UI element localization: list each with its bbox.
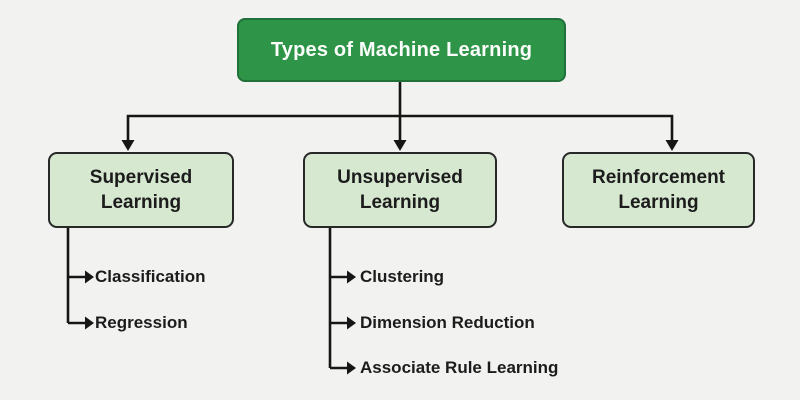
- arrow-right-icon: [85, 270, 94, 284]
- branch-node-label: Supervised Learning: [89, 167, 193, 213]
- branch-node-reinforcement-learning: Reinforcement Learning: [562, 152, 755, 228]
- root-connector: [126, 82, 674, 142]
- leaf-item-clustering: Clustering: [360, 267, 445, 286]
- branch-node-unsupervised-learning: Unsupervised Learning: [303, 152, 497, 228]
- arrow-right-icon: [347, 270, 356, 284]
- branch-node-label: Reinforcement Learning: [591, 167, 726, 213]
- arrow-down-icon: [665, 140, 679, 151]
- leaf-item-regression: Regression: [95, 313, 188, 332]
- arrow-right-icon: [85, 316, 94, 330]
- root-node-label: Types of Machine Learning: [270, 38, 533, 61]
- arrow-right-icons-unsupervised: [347, 270, 356, 375]
- arrow-down-icon: [121, 140, 135, 151]
- arrow-right-icons-supervised: [85, 270, 94, 330]
- branch-node-supervised-learning: Supervised Learning: [48, 152, 234, 228]
- leaf-item-dimension-reduction: Dimension Reduction: [360, 313, 535, 332]
- root-node-types-of-machine-learning: Types of Machine Learning: [237, 18, 566, 82]
- leaf-item-classification: Classification: [95, 267, 206, 286]
- arrow-right-icon: [347, 361, 356, 375]
- arrow-down-icons: [121, 140, 679, 151]
- unsupervised-branch-connector: [328, 228, 347, 370]
- supervised-branch-connector: [66, 228, 85, 325]
- arrow-right-icon: [347, 316, 356, 330]
- arrow-down-icon: [393, 140, 407, 151]
- branch-node-label: Unsupervised Learning: [337, 167, 463, 213]
- leaf-item-associate-rule-learning: Associate Rule Learning: [360, 358, 559, 377]
